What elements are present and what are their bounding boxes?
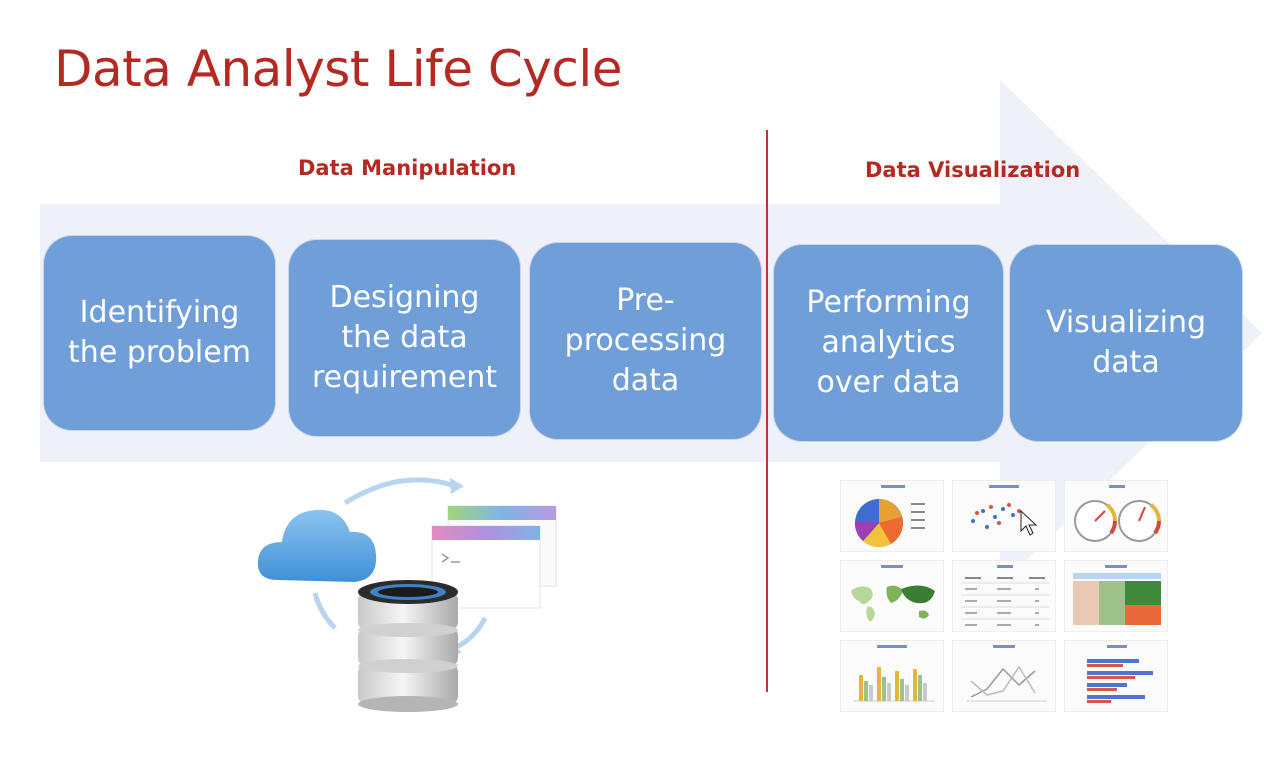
phase-label-visualization: Data Visualization — [865, 158, 1081, 182]
step-label: Designing the data requirement — [311, 280, 498, 395]
step-identifying-problem: Identifying the problem — [44, 236, 275, 430]
phase-divider — [766, 130, 768, 692]
step-preprocessing: Pre- processing data — [530, 243, 761, 439]
gauge-thumbnail — [1064, 480, 1168, 552]
step-label: Visualizing data — [1045, 305, 1207, 380]
slide-title: Data Analyst Life Cycle — [54, 40, 623, 98]
table-thumbnail — [952, 560, 1056, 632]
column-chart-thumbnail — [840, 640, 944, 712]
bar-chart-thumbnail — [1064, 640, 1168, 712]
phase-label-manipulation: Data Manipulation — [298, 156, 517, 180]
step-label: Identifying the problem — [68, 295, 251, 370]
scatter-chart-thumbnail — [952, 480, 1056, 552]
step-designing-requirement: Designing the data requirement — [289, 240, 520, 436]
cycle-arrows-icon — [312, 477, 488, 651]
step-label: Performing analytics over data — [806, 285, 971, 400]
step-performing-analytics: Performing analytics over data — [774, 245, 1003, 441]
treemap-thumbnail — [1064, 560, 1168, 632]
database-icon — [358, 580, 458, 712]
cloud-icon — [257, 509, 377, 582]
line-chart-thumbnail — [952, 640, 1056, 712]
visualization-gallery — [840, 480, 1170, 712]
data-manipulation-illustration — [257, 477, 557, 712]
step-visualizing: Visualizing data — [1010, 245, 1242, 441]
step-label: Pre- processing data — [564, 283, 727, 398]
geo-map-thumbnail — [840, 560, 944, 632]
pie-chart-thumbnail — [840, 480, 944, 552]
